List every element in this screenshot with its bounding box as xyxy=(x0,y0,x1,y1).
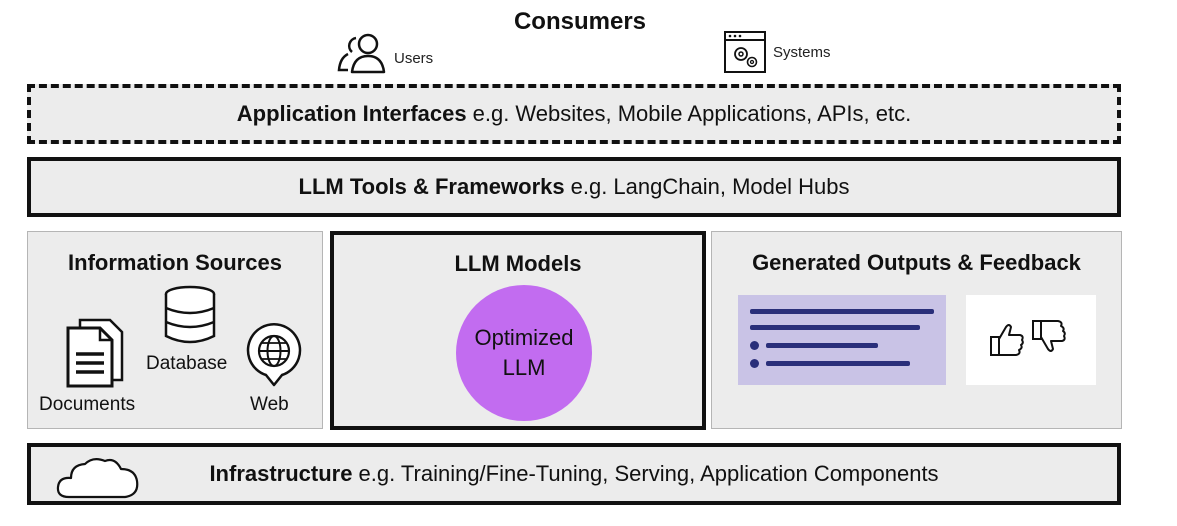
llm-models-title: LLM Models xyxy=(454,251,582,276)
information-sources-title: Information Sources xyxy=(68,250,282,275)
thumbs-up-icon xyxy=(990,324,1024,356)
llm-tools-band: LLM Tools & Frameworks e.g. LangChain, M… xyxy=(27,157,1121,217)
users-group: Users xyxy=(336,32,446,76)
application-interfaces-title: Application Interfaces xyxy=(236,101,467,126)
documents-label: Documents xyxy=(39,394,136,415)
web-globe-icon xyxy=(246,323,302,387)
web-label: Web xyxy=(250,394,289,415)
text-line xyxy=(750,325,920,330)
llm-tools-title: LLM Tools & Frameworks xyxy=(298,174,565,199)
systems-icon xyxy=(724,31,766,73)
generated-outputs-panel: Generated Outputs & Feedback xyxy=(711,231,1122,429)
database-icon xyxy=(164,285,216,344)
feedback-card xyxy=(966,295,1096,385)
cloud-icon xyxy=(56,457,139,499)
optimized-llm-circle: Optimized LLM xyxy=(456,285,592,421)
documents-icon xyxy=(66,318,124,388)
text-line xyxy=(766,343,878,348)
application-interfaces-examples: e.g. Websites, Mobile Applications, APIs… xyxy=(472,101,912,126)
bullet-dot xyxy=(750,359,759,368)
users-label: Users xyxy=(394,50,434,67)
application-interfaces-band: Application Interfaces e.g. Websites, Mo… xyxy=(27,84,1121,144)
infrastructure-title: Infrastructure xyxy=(209,461,353,486)
thumbs-down-icon xyxy=(1032,320,1066,352)
optimized-llm-line2: LLM xyxy=(502,355,546,380)
generated-text-document xyxy=(738,295,946,385)
text-line xyxy=(750,309,934,314)
llm-tools-examples: e.g. LangChain, Model Hubs xyxy=(570,174,850,199)
consumers-title: Consumers xyxy=(513,8,647,35)
database-label: Database xyxy=(146,353,228,374)
systems-label: Systems xyxy=(773,44,831,61)
information-sources-panel: Information Sources Database Documents W… xyxy=(27,231,323,429)
optimized-llm-line1: Optimized xyxy=(474,325,574,350)
bullet-dot xyxy=(750,341,759,350)
llm-models-panel: LLM Models Optimized LLM xyxy=(330,231,706,430)
systems-group: Systems xyxy=(723,30,843,76)
users-icon xyxy=(337,33,386,74)
infrastructure-examples: e.g. Training/Fine-Tuning, Serving, Appl… xyxy=(358,461,939,486)
generated-outputs-title: Generated Outputs & Feedback xyxy=(752,250,1081,275)
infrastructure-band: Infrastructure e.g. Training/Fine-Tuning… xyxy=(27,443,1121,505)
text-line xyxy=(766,361,910,366)
